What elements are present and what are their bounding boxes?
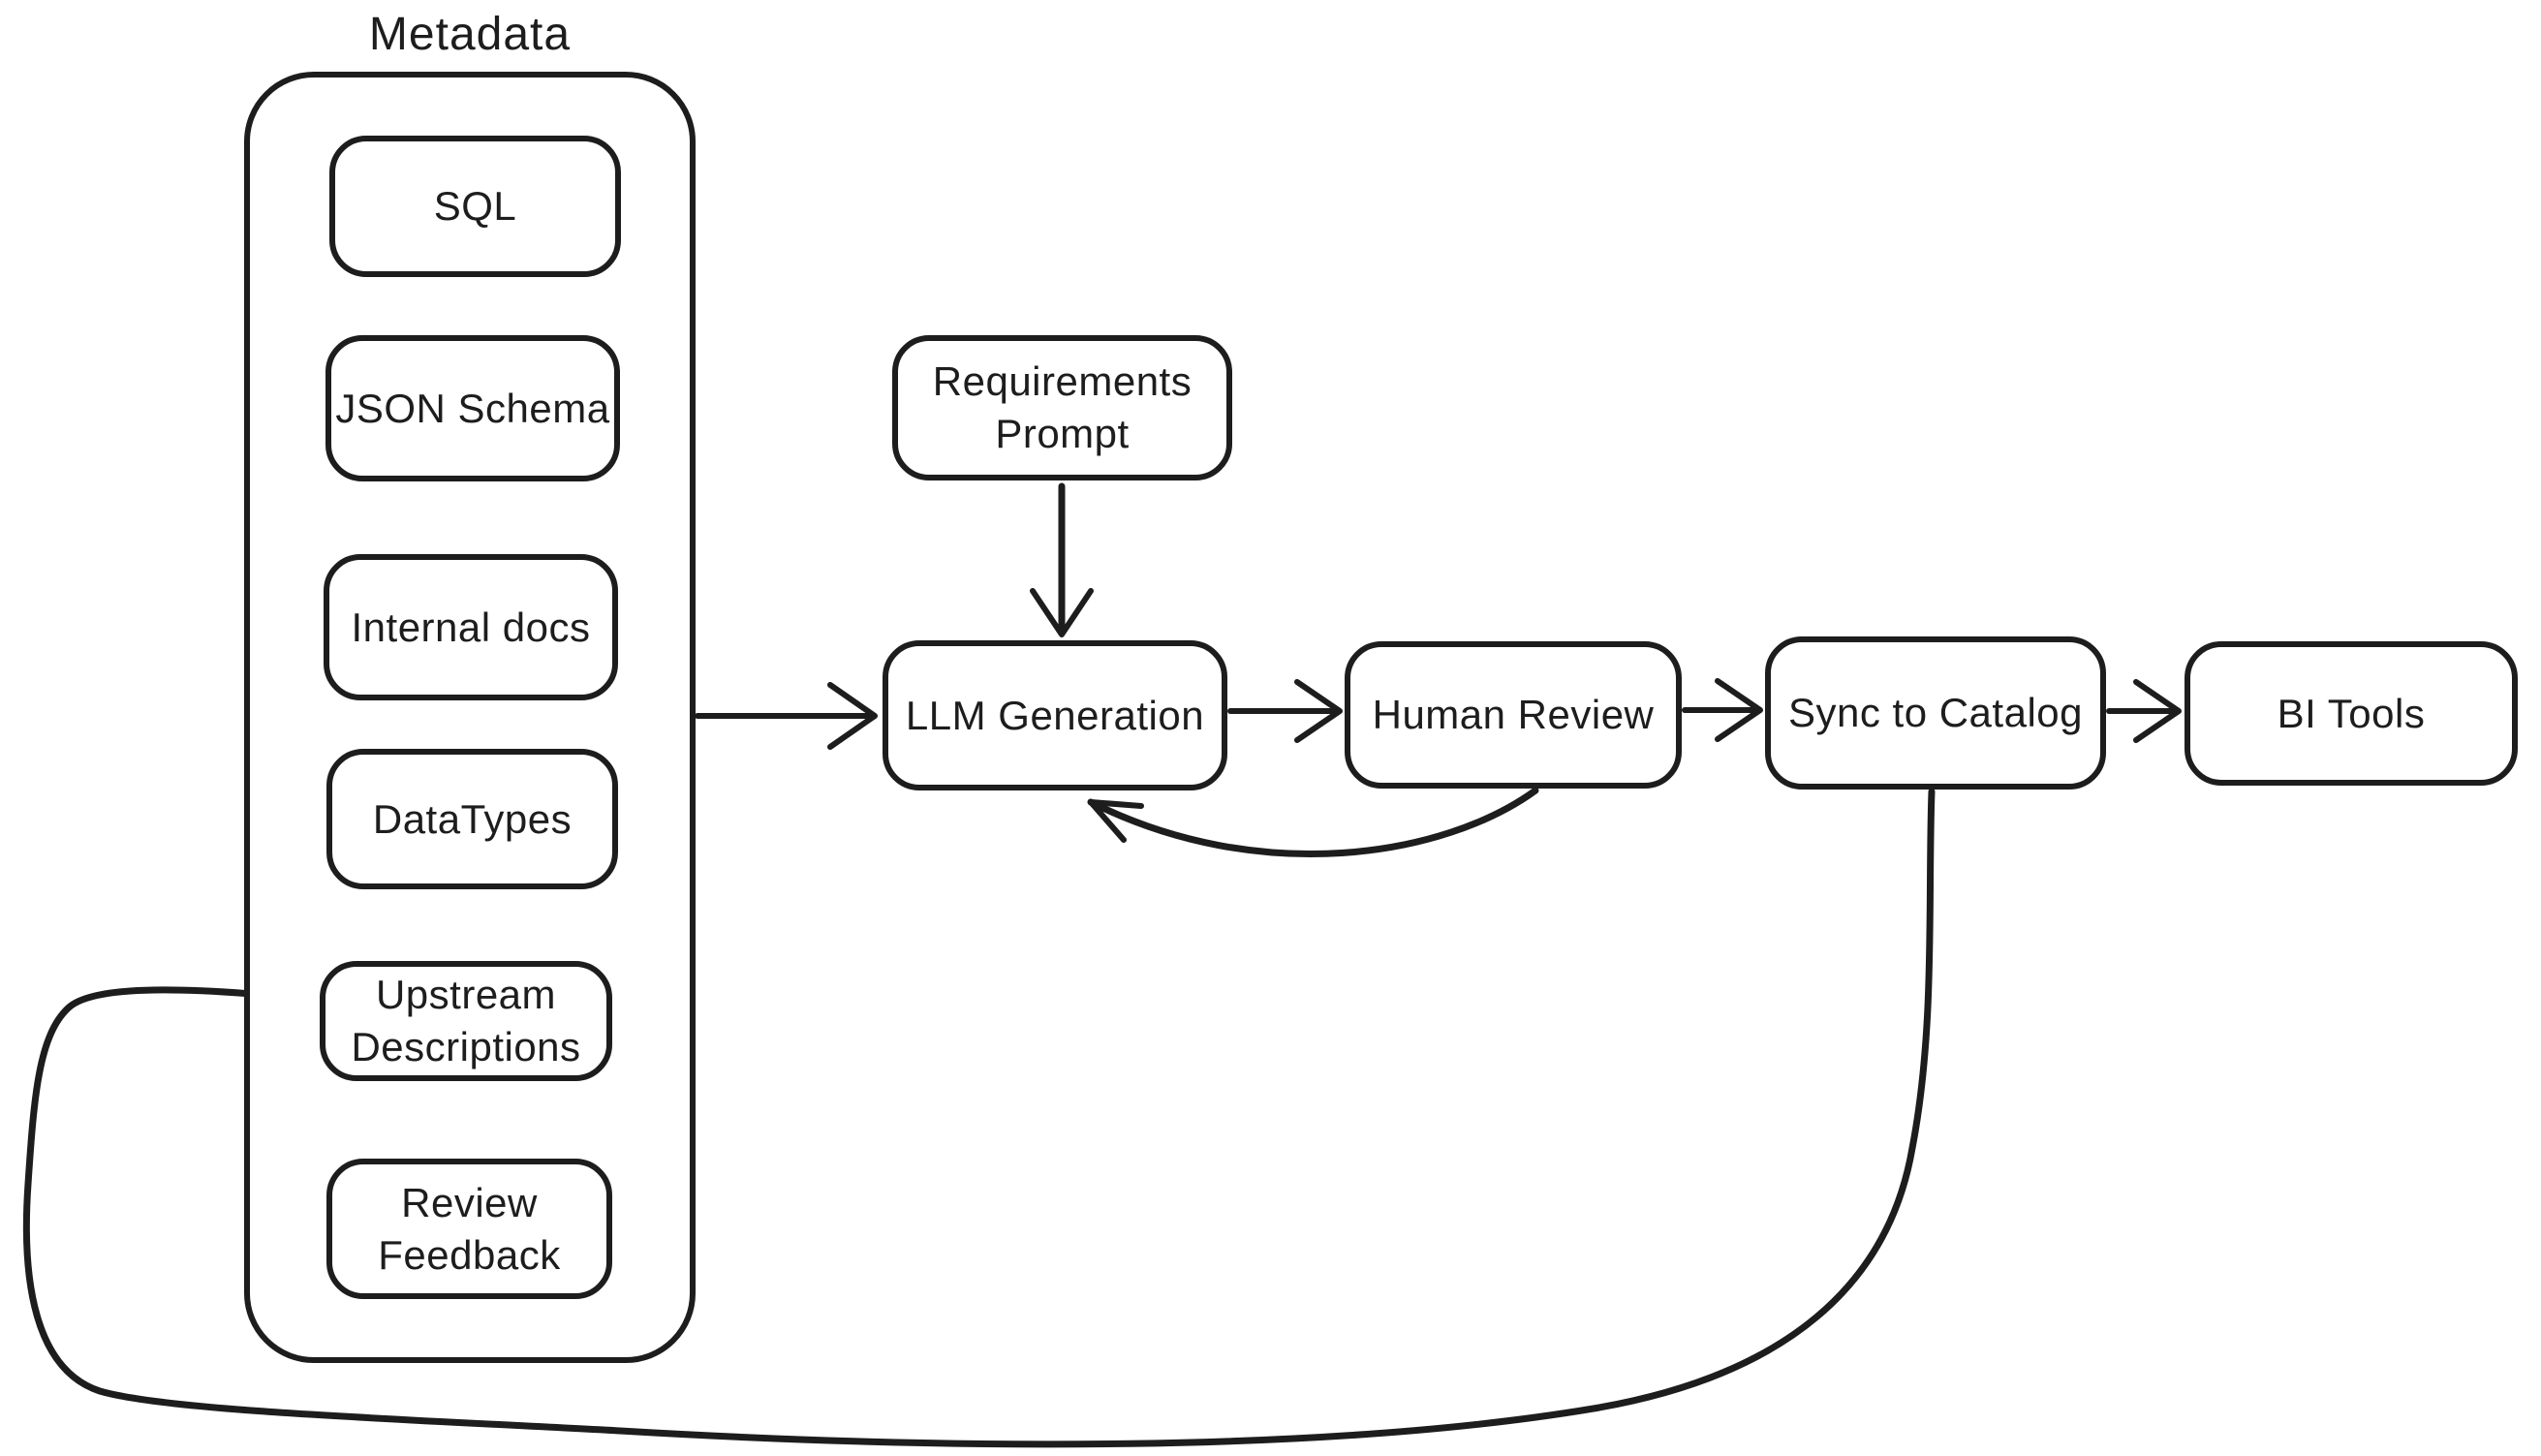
node-bi-tools: BI Tools bbox=[2185, 641, 2518, 786]
node-sync-to-catalog: Sync to Catalog bbox=[1765, 636, 2106, 790]
node-llm-generation: LLM Generation bbox=[883, 640, 1227, 790]
arrowhead-sync-to-bi bbox=[2133, 679, 2182, 743]
node-json-schema: JSON Schema bbox=[325, 335, 620, 481]
edge-human-back-to-llm bbox=[1087, 787, 1539, 858]
arrowhead-requirements-to-llm bbox=[1030, 588, 1094, 637]
node-review-feedback: Review Feedback bbox=[326, 1159, 612, 1299]
node-requirements-prompt: Requirements Prompt bbox=[892, 335, 1232, 480]
node-sql: SQL bbox=[329, 136, 621, 277]
node-human-review: Human Review bbox=[1345, 641, 1682, 789]
arrowhead-human-back-to-llm bbox=[1088, 799, 1144, 843]
metadata-group-title: Metadata bbox=[368, 9, 572, 60]
node-internal-docs: Internal docs bbox=[324, 554, 618, 700]
arrowhead-human-to-sync bbox=[1715, 678, 1763, 742]
edge-sync-to-upstream bbox=[22, 788, 1936, 1448]
arrowhead-llm-to-human bbox=[1294, 679, 1343, 743]
node-upstream-descriptions: Upstream Descriptions bbox=[320, 961, 612, 1081]
node-datatypes: DataTypes bbox=[326, 749, 618, 889]
metadata-group-box bbox=[244, 72, 696, 1363]
arrowhead-metadata-to-llm bbox=[827, 682, 878, 750]
